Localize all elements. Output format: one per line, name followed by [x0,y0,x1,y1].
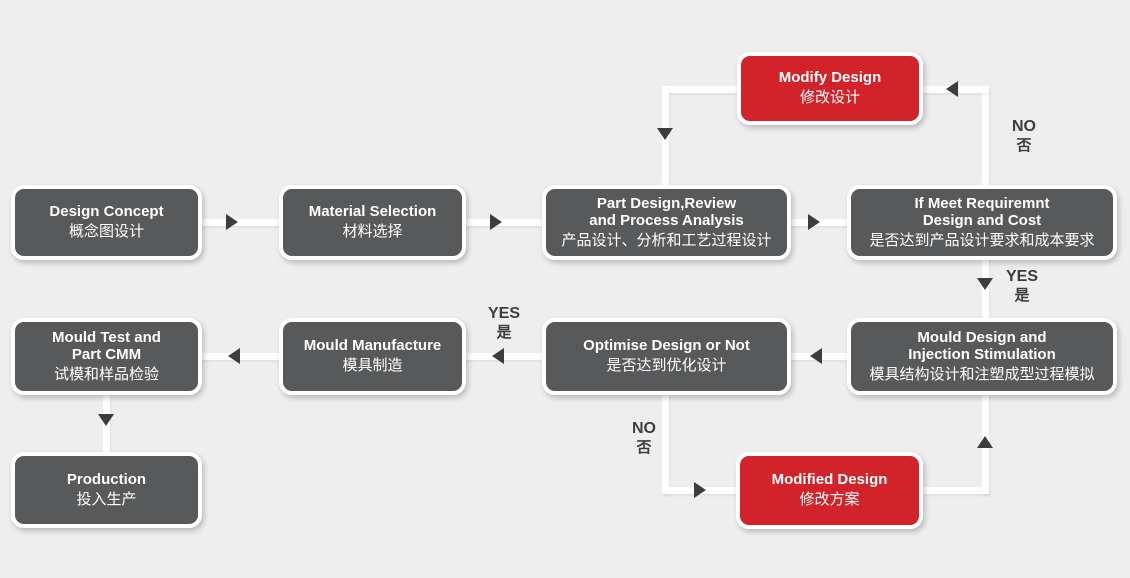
node-label-zh: 修改设计 [799,89,860,106]
arrow-right-icon [226,214,238,230]
branch-label-no-bottom: NO 否 [620,419,668,457]
connector-modify-left [662,86,741,93]
node-part-design: Part Design,Review and Process Analysis … [542,185,791,260]
node-label-en: If Meet Requiremnt Design and Cost [914,194,1050,229]
connector-optimise-down [662,388,669,494]
node-mould-manufacture: Mould Manufacture 模具制造 [279,318,466,395]
node-label-en: Material Selection [308,203,437,220]
branch-label-en: YES [1005,268,1038,285]
node-label-en: Modified Design [771,471,888,488]
node-label-zh: 模具制造 [342,357,403,374]
node-material-selection: Material Selection 材料选择 [279,185,466,260]
branch-label-yes-mid: YES 是 [480,304,528,342]
arrow-left-icon [946,81,958,97]
node-modify-design: Modify Design 修改设计 [737,52,923,125]
arrow-right-icon [490,214,502,230]
arrow-right-icon [808,214,820,230]
node-label-en: Mould Test and Part CMM [52,328,161,363]
branch-label-no-top: NO 否 [1000,117,1048,155]
arrow-down-icon [98,414,114,426]
node-label-en: Optimise Design or Not [583,337,750,354]
node-label-zh: 是否达到优化设计 [606,357,727,374]
node-design-concept: Design Concept 概念图设计 [11,185,202,260]
branch-label-zh: 否 [636,439,652,456]
connector-ifmeet-up [982,86,989,192]
node-mould-design: Mould Design and Injection Stimulation 模… [847,318,1117,395]
node-label-en: Mould Manufacture [303,337,442,354]
branch-label-zh: 是 [1014,287,1030,304]
arrow-down-icon [977,278,993,290]
branch-label-yes-right: YES 是 [998,267,1046,305]
connector-design-to-material [198,219,283,226]
node-label-zh: 概念图设计 [68,223,144,240]
node-label-zh: 材料选择 [342,223,403,240]
arrow-left-icon [492,348,504,364]
arrow-right-icon [694,482,706,498]
node-label-zh: 产品设计、分析和工艺过程设计 [561,231,772,249]
arrow-left-icon [228,348,240,364]
node-label-en: Production [66,470,147,488]
node-label-en: Part Design,Review and Process Analysis [589,194,744,229]
arrow-up-icon [977,436,993,448]
node-label-zh: 修改方案 [799,491,860,508]
node-label-en: Design Concept [49,203,164,220]
node-label-zh: 模具结构设计和注塑成型过程模拟 [869,365,1095,383]
node-mould-test: Mould Test and Part CMM 试模和样品检验 [11,318,202,395]
node-if-meet-requirement: If Meet Requiremnt Design and Cost 是否达到产… [847,185,1117,260]
node-label-en: Mould Design and Injection Stimulation [908,328,1056,363]
node-label-zh: 试模和样品检验 [53,365,159,383]
arrow-left-icon [810,348,822,364]
node-optimise-design: Optimise Design or Not 是否达到优化设计 [542,318,791,395]
node-label-en: Modify Design [778,69,882,86]
arrow-down-icon [657,128,673,140]
node-label-zh: 投入生产 [76,490,137,508]
branch-label-zh: 是 [496,324,512,341]
node-modified-design: Modified Design 修改方案 [736,452,923,529]
node-production: Production 投入生产 [11,452,202,528]
branch-label-en: NO [632,420,656,437]
connector-modified-right [919,487,989,494]
connector-material-to-part [458,219,546,226]
node-label-zh: 是否达到产品设计要求和成本要求 [869,231,1095,249]
branch-label-zh: 否 [1016,137,1032,154]
branch-label-en: YES [487,305,520,322]
branch-label-en: NO [1012,118,1036,135]
connector-manufacture-to-test [198,353,283,360]
